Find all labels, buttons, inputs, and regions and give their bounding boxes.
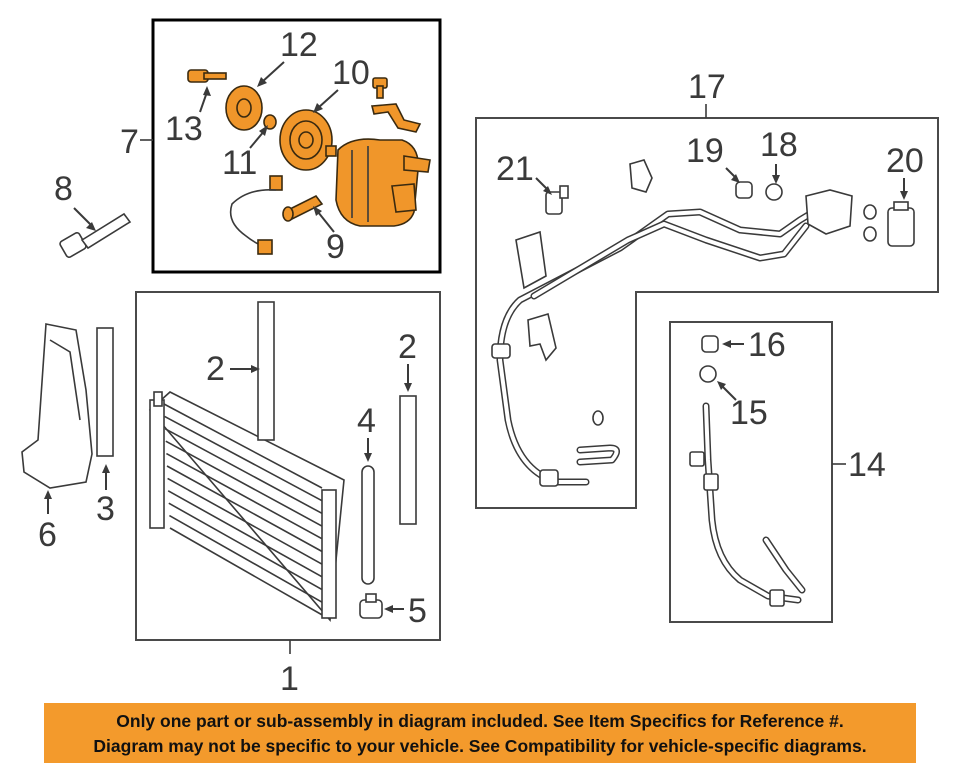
pulley-part <box>279 109 333 171</box>
callout-5: 5 <box>408 592 427 630</box>
condenser-group: 1 2 2 4 5 <box>135 291 441 698</box>
disclaimer-line-1: Only one part or sub-assembly in diagram… <box>116 711 844 731</box>
disclaimer-line-2: Diagram may not be specific to your vehi… <box>93 736 867 756</box>
pressure-switch-part <box>887 201 915 247</box>
callout-12: 12 <box>280 26 318 64</box>
callout-14: 14 <box>848 446 886 484</box>
callout-2-left: 2 <box>206 350 225 388</box>
condenser-fin <box>163 403 323 489</box>
condenser-fin <box>164 415 323 502</box>
compressor-body-part <box>325 138 431 227</box>
clutch-hub-part <box>225 85 263 131</box>
condenser-fin <box>166 465 324 553</box>
condenser-fin <box>169 527 325 617</box>
callout-1: 1 <box>280 660 299 698</box>
callout-19: 19 <box>686 132 724 170</box>
cap-part <box>735 181 753 199</box>
bracket-part <box>370 77 422 133</box>
condenser-box <box>135 291 441 641</box>
valve-core-part <box>765 183 783 201</box>
condenser-fin <box>167 477 324 566</box>
callout-15: 15 <box>730 394 768 432</box>
service-valve-part <box>805 189 853 235</box>
shim-part <box>263 114 277 130</box>
hose-assembly-group: 17 21 19 18 <box>475 68 939 509</box>
callout-18: 18 <box>760 126 798 164</box>
parts-diagram: 7 13 12 11 10 <box>21 18 939 698</box>
hose-assembly-box <box>475 117 939 509</box>
callout-10: 10 <box>332 54 370 92</box>
condenser-fin <box>168 502 324 592</box>
callout-7: 7 <box>120 123 139 161</box>
hose-bracket-part <box>515 230 547 290</box>
callout-2-right: 2 <box>398 328 417 366</box>
seal-right-part <box>399 395 417 525</box>
line-valve-core-part <box>699 365 717 383</box>
callout-21: 21 <box>496 150 534 188</box>
side-seal-part <box>96 327 114 457</box>
callout-17: 17 <box>688 68 726 106</box>
mounting-bolt-part <box>59 212 132 258</box>
line-cap-part <box>701 335 719 353</box>
clamp-part <box>629 159 653 193</box>
callout-6: 6 <box>38 516 57 554</box>
liquid-line-group: 14 16 15 <box>669 321 886 623</box>
condenser-core-part <box>148 391 345 622</box>
callout-9: 9 <box>326 228 345 266</box>
clutch-bolt-part <box>187 69 227 83</box>
callout-4: 4 <box>357 402 376 440</box>
pressure-sensor-part <box>545 185 569 215</box>
condenser-fin <box>167 490 324 579</box>
callout-16: 16 <box>748 326 786 364</box>
seal-left-part <box>257 301 275 441</box>
condenser-fin <box>164 428 323 515</box>
compressor-assembly-group: 7 13 12 11 10 <box>120 18 442 274</box>
condenser-fin <box>169 514 325 604</box>
callout-8: 8 <box>54 170 73 208</box>
condenser-fin <box>165 440 323 528</box>
callout-13: 13 <box>165 110 203 148</box>
callout-20: 20 <box>886 142 924 180</box>
compressor-assembly-box <box>151 18 442 274</box>
condenser-fin <box>166 452 324 540</box>
liquid-line-box <box>669 321 833 623</box>
desiccant-part <box>361 465 375 585</box>
plug-part <box>359 593 383 619</box>
callout-3: 3 <box>96 490 115 528</box>
control-valve-part <box>229 175 324 255</box>
callout-11: 11 <box>222 144 257 182</box>
air-guide-part <box>21 323 93 489</box>
disclaimer-banner: Only one part or sub-assembly in diagram… <box>44 703 916 763</box>
